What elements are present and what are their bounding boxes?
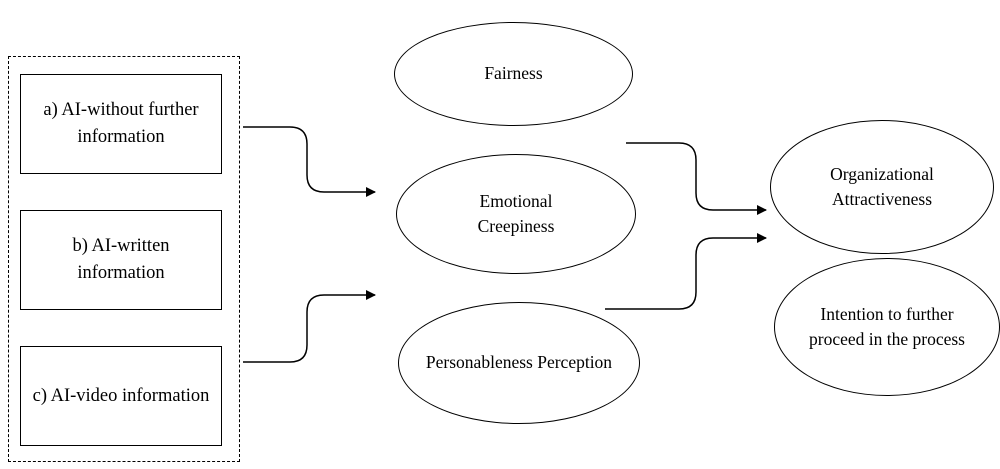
- emotional-creepiness-ellipse: Emotional Creepiness: [396, 154, 636, 274]
- personableness-perception-label: Personableness Perception: [425, 352, 613, 373]
- arrow-condition-a-to-creepiness: [243, 126, 376, 197]
- fairness-label: Fairness: [484, 63, 543, 84]
- condition-box-a: a) AI-without further information: [20, 74, 222, 174]
- intention-to-proceed-ellipse: Intention to further proceed in the proc…: [774, 258, 1000, 396]
- condition-box-b: b) AI-written information: [20, 210, 222, 310]
- intention-to-proceed-label: Intention to further proceed in the proc…: [809, 303, 965, 349]
- organizational-attractiveness-ellipse: Organizational Attractiveness: [770, 120, 994, 254]
- condition-c-label: c) AI-video information: [32, 385, 210, 406]
- organizational-attractiveness-label: Organizational Attractiveness: [830, 163, 934, 209]
- arrow-mediators-to-intention: [605, 233, 767, 310]
- condition-box-c: c) AI-video information: [20, 346, 222, 446]
- arrow-mediators-to-attractiveness: [626, 142, 767, 215]
- personableness-perception-ellipse: Personableness Perception: [398, 302, 640, 424]
- emotional-creepiness-label: Emotional Creepiness: [477, 190, 555, 236]
- experimental-conditions-group: [8, 56, 240, 462]
- condition-b-label: b) AI-written information: [72, 236, 170, 283]
- condition-a-label: a) AI-without further information: [43, 100, 199, 147]
- arrow-condition-c-to-personableness: [243, 290, 376, 363]
- fairness-ellipse: Fairness: [394, 22, 633, 126]
